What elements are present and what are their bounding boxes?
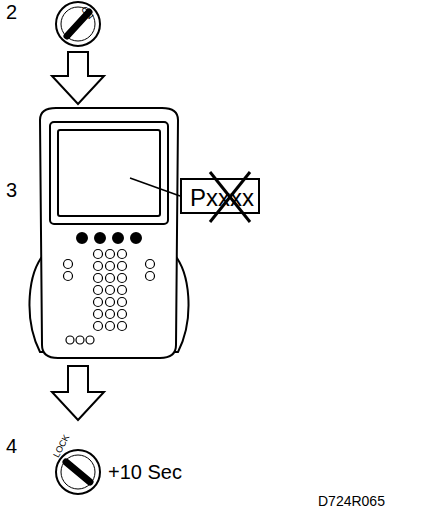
down-arrow	[52, 366, 104, 420]
keypad-key	[94, 322, 103, 331]
bottom-key	[86, 336, 94, 344]
keypad-key	[118, 322, 127, 331]
ignition-key-on	[56, 2, 100, 46]
keypad-key	[106, 250, 115, 259]
ignition-key-lock	[56, 450, 100, 494]
bottom-key	[76, 336, 84, 344]
keypad-key	[118, 310, 127, 319]
step-number: 4	[6, 436, 17, 456]
code-box: Pxxxx	[180, 178, 260, 214]
keypad-key	[146, 272, 155, 281]
keypad-key	[118, 286, 127, 295]
duration-note: +10 Sec	[108, 462, 182, 482]
keypad-key	[118, 250, 127, 259]
scan-tool	[30, 108, 189, 358]
keypad-key	[64, 260, 73, 269]
down-arrow	[52, 52, 104, 104]
keypad-key	[94, 262, 103, 271]
keypad-key	[94, 298, 103, 307]
figure-code: D724R065	[318, 494, 385, 508]
step-number: 3	[6, 180, 17, 200]
bottom-key	[66, 336, 74, 344]
function-key	[113, 233, 123, 243]
step-number: 2	[6, 2, 17, 22]
keypad-key	[94, 286, 103, 295]
keypad-key	[106, 310, 115, 319]
keypad-key	[118, 274, 127, 283]
keypad-key	[64, 272, 73, 281]
keypad-key	[106, 286, 115, 295]
keypad-key	[94, 310, 103, 319]
keypad-key	[118, 262, 127, 271]
keypad-key	[106, 262, 115, 271]
function-key	[95, 233, 105, 243]
keypad-key	[106, 274, 115, 283]
keypad-key	[94, 274, 103, 283]
function-key	[77, 233, 87, 243]
keypad-key	[94, 250, 103, 259]
keypad-key	[106, 298, 115, 307]
trouble-code: Pxxxx	[190, 186, 250, 210]
keypad-key	[118, 298, 127, 307]
keypad-key	[106, 322, 115, 331]
keypad-key	[146, 260, 155, 269]
function-key	[131, 233, 141, 243]
